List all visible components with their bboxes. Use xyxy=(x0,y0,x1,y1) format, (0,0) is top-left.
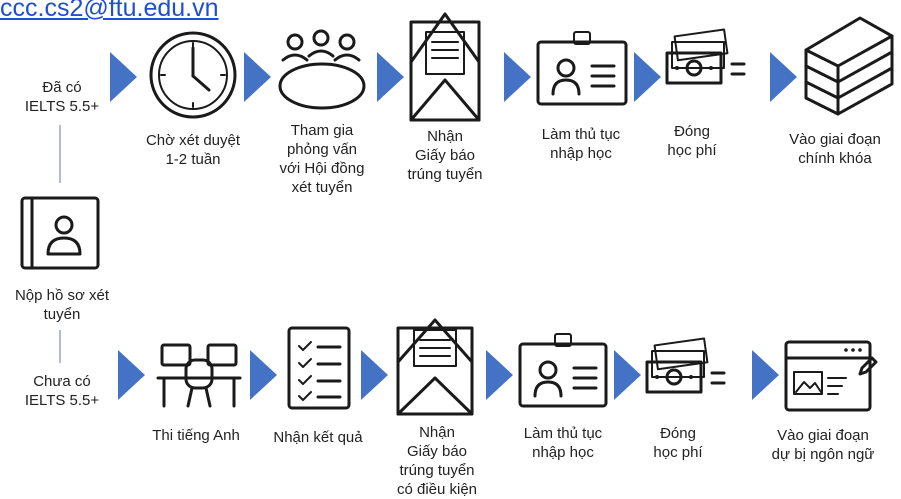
meeting-table-icon xyxy=(278,29,366,110)
flow-arrow xyxy=(614,350,641,400)
step-label: Tham gia phỏng vấn với Hội đồng xét tuyể… xyxy=(279,122,365,196)
flow-arrow xyxy=(486,350,513,400)
flow-arrow xyxy=(634,52,661,102)
flow-arrow xyxy=(377,52,404,102)
id-card-icon xyxy=(536,31,628,106)
step-label: Vào giai đoạn chính khóa xyxy=(789,131,881,167)
step-label: Làm thủ tục nhập học xyxy=(541,126,621,162)
contact-email-link[interactable]: ccc.cs2@ftu.edu.vn xyxy=(0,0,219,22)
profile-document-icon xyxy=(20,196,100,270)
step-label: Nhận Giấy báo trúng tuyển xyxy=(407,128,483,183)
id-card-icon xyxy=(518,333,608,408)
flow-arrow xyxy=(118,350,145,400)
step-label: Thi tiếng Anh xyxy=(152,427,240,444)
step-label: Chờ xét duyệt 1-2 tuần xyxy=(145,132,241,168)
step-label: Đóng học phí xyxy=(667,123,717,159)
flow-arrow xyxy=(770,52,797,102)
step-label: Vào giai đoạn dự bị ngôn ngữ xyxy=(771,427,875,463)
envelope-letter-icon xyxy=(396,318,474,416)
exam-desks-icon xyxy=(156,343,242,408)
books-icon xyxy=(804,16,894,116)
flow-arrow xyxy=(250,350,277,400)
flow-arrow xyxy=(244,52,271,102)
step-label: Nhận Giấy báo trúng tuyển có điều kiện xyxy=(396,424,478,498)
start-step-label: Nộp hồ sơ xét tuyển xyxy=(14,287,110,323)
checklist-icon xyxy=(287,326,351,410)
step-label: Đóng học phí xyxy=(653,425,703,461)
web-browser-icon xyxy=(784,340,878,412)
money-icon xyxy=(645,337,726,394)
flow-arrow xyxy=(504,52,531,102)
flow-arrow xyxy=(752,350,779,400)
money-icon xyxy=(665,28,746,85)
condition-label-has-ielts: Đã có IELTS 5.5+ xyxy=(24,79,100,115)
flow-arrow xyxy=(361,350,388,400)
step-label: Nhận kết quả xyxy=(273,429,363,446)
step-label: Làm thủ tục nhập học xyxy=(523,425,603,461)
envelope-letter-icon xyxy=(409,12,481,122)
flow-arrow xyxy=(110,52,137,102)
clock-icon xyxy=(149,31,237,119)
condition-label-no-ielts: Chưa có IELTS 5.5+ xyxy=(24,373,100,409)
